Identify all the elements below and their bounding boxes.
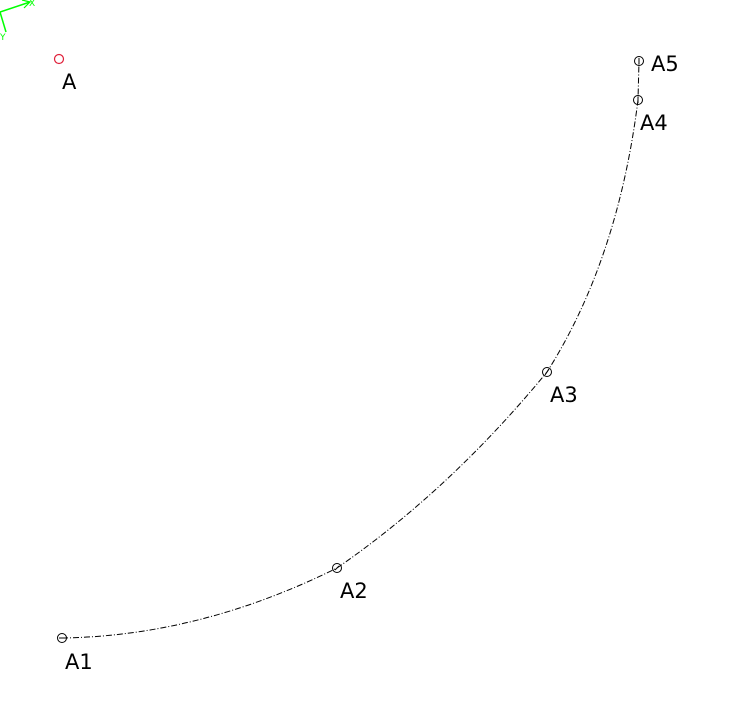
curve-point-label: A4	[640, 111, 668, 135]
curve-point-marker[interactable]	[542, 367, 552, 377]
curve-point-marker[interactable]	[634, 56, 644, 66]
curve-point-label: A3	[550, 383, 578, 407]
axis-gizmo-x-line	[0, 1, 31, 13]
curve-point-a5[interactable]: A5	[634, 52, 679, 76]
curve-point-label: A1	[65, 650, 93, 674]
curve-point-marker[interactable]	[57, 633, 67, 643]
curve-point-tick	[544, 368, 550, 376]
curve-point-a4[interactable]: A4	[633, 95, 668, 136]
curve-point-a3[interactable]: A3	[542, 367, 578, 408]
curve-point-a2[interactable]: A2	[332, 563, 368, 604]
reference-point-marker[interactable]	[53, 53, 65, 65]
reference-point-label: A	[62, 70, 77, 94]
axis-gizmo-y-label: Y	[0, 33, 6, 43]
curve-point-marker[interactable]	[633, 95, 643, 105]
axis-gizmo-x-label: X	[29, 0, 35, 9]
curve-point-a1[interactable]: A1	[57, 633, 93, 675]
reference-point-a[interactable]: A	[53, 53, 78, 95]
curve-point-label: A2	[340, 579, 368, 603]
curve-point-tick	[334, 565, 340, 571]
curve-point-label: A5	[651, 52, 679, 76]
axis-gizmo-x-arrowhead	[21, 0, 32, 9]
curve-point-marker[interactable]	[332, 563, 342, 573]
axis-gizmo-y-line	[0, 11, 7, 33]
curve-path[interactable]	[61, 60, 640, 639]
axis-gizmo: X Y	[0, 0, 35, 43]
